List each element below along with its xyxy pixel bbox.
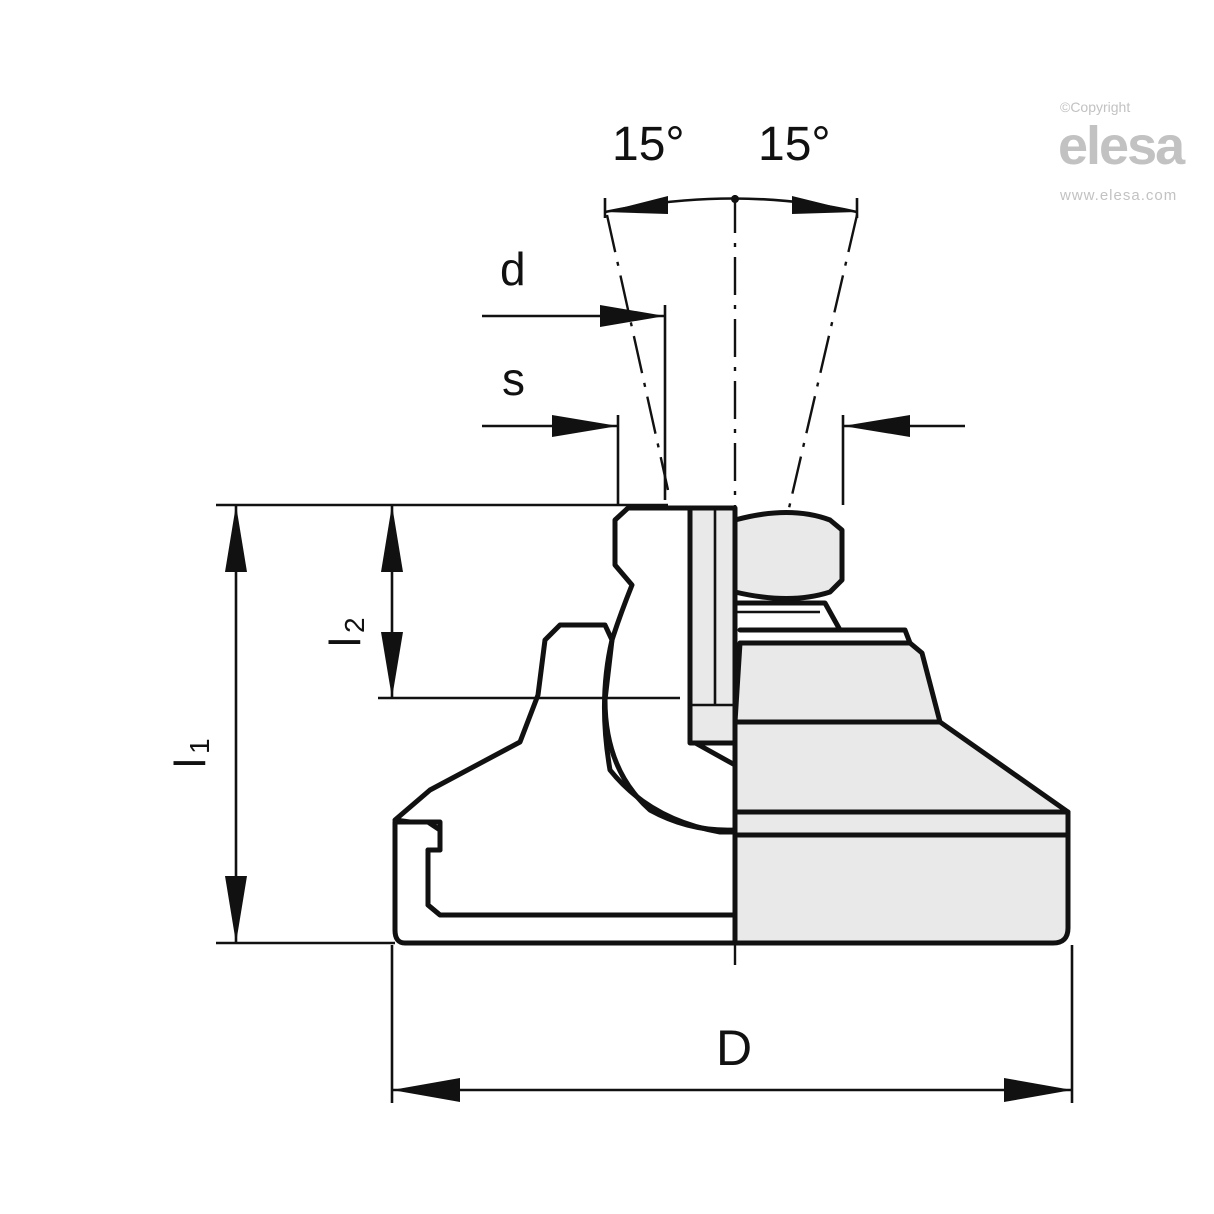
s-label: s xyxy=(502,353,525,405)
ball-joint-section xyxy=(602,505,738,833)
copyright-text: ©Copyright xyxy=(1060,99,1130,115)
tilt-line-left xyxy=(605,214,670,491)
hex-nut xyxy=(732,510,845,601)
url-text: www.elesa.com xyxy=(1059,187,1177,204)
brand-logo: elesa xyxy=(1058,116,1186,176)
stud-shaft xyxy=(687,505,738,746)
housing-section xyxy=(392,622,738,918)
d-label: d xyxy=(500,243,526,295)
rubber-pad-section xyxy=(392,819,738,946)
l1-label: l xyxy=(166,758,215,768)
dimension-l1: l 1 xyxy=(166,503,668,945)
elesa-watermark: ©Copyright elesa www.elesa.com xyxy=(1058,99,1188,204)
angle-left-label: 15° xyxy=(612,118,685,171)
dimension-l2: l 2 xyxy=(321,505,680,700)
dimension-d: d xyxy=(482,243,667,500)
l2-label: l xyxy=(321,637,370,647)
l1-subscript: 1 xyxy=(184,738,215,754)
base-exterior-view xyxy=(727,600,1071,946)
D-label: D xyxy=(716,1020,752,1076)
dimension-D: D xyxy=(390,945,1074,1103)
l2-subscript: 2 xyxy=(339,617,370,633)
dimension-s: s xyxy=(482,353,965,505)
angle-right-label: 15° xyxy=(758,118,831,171)
angle-dimension: 15° 15° xyxy=(603,118,859,218)
